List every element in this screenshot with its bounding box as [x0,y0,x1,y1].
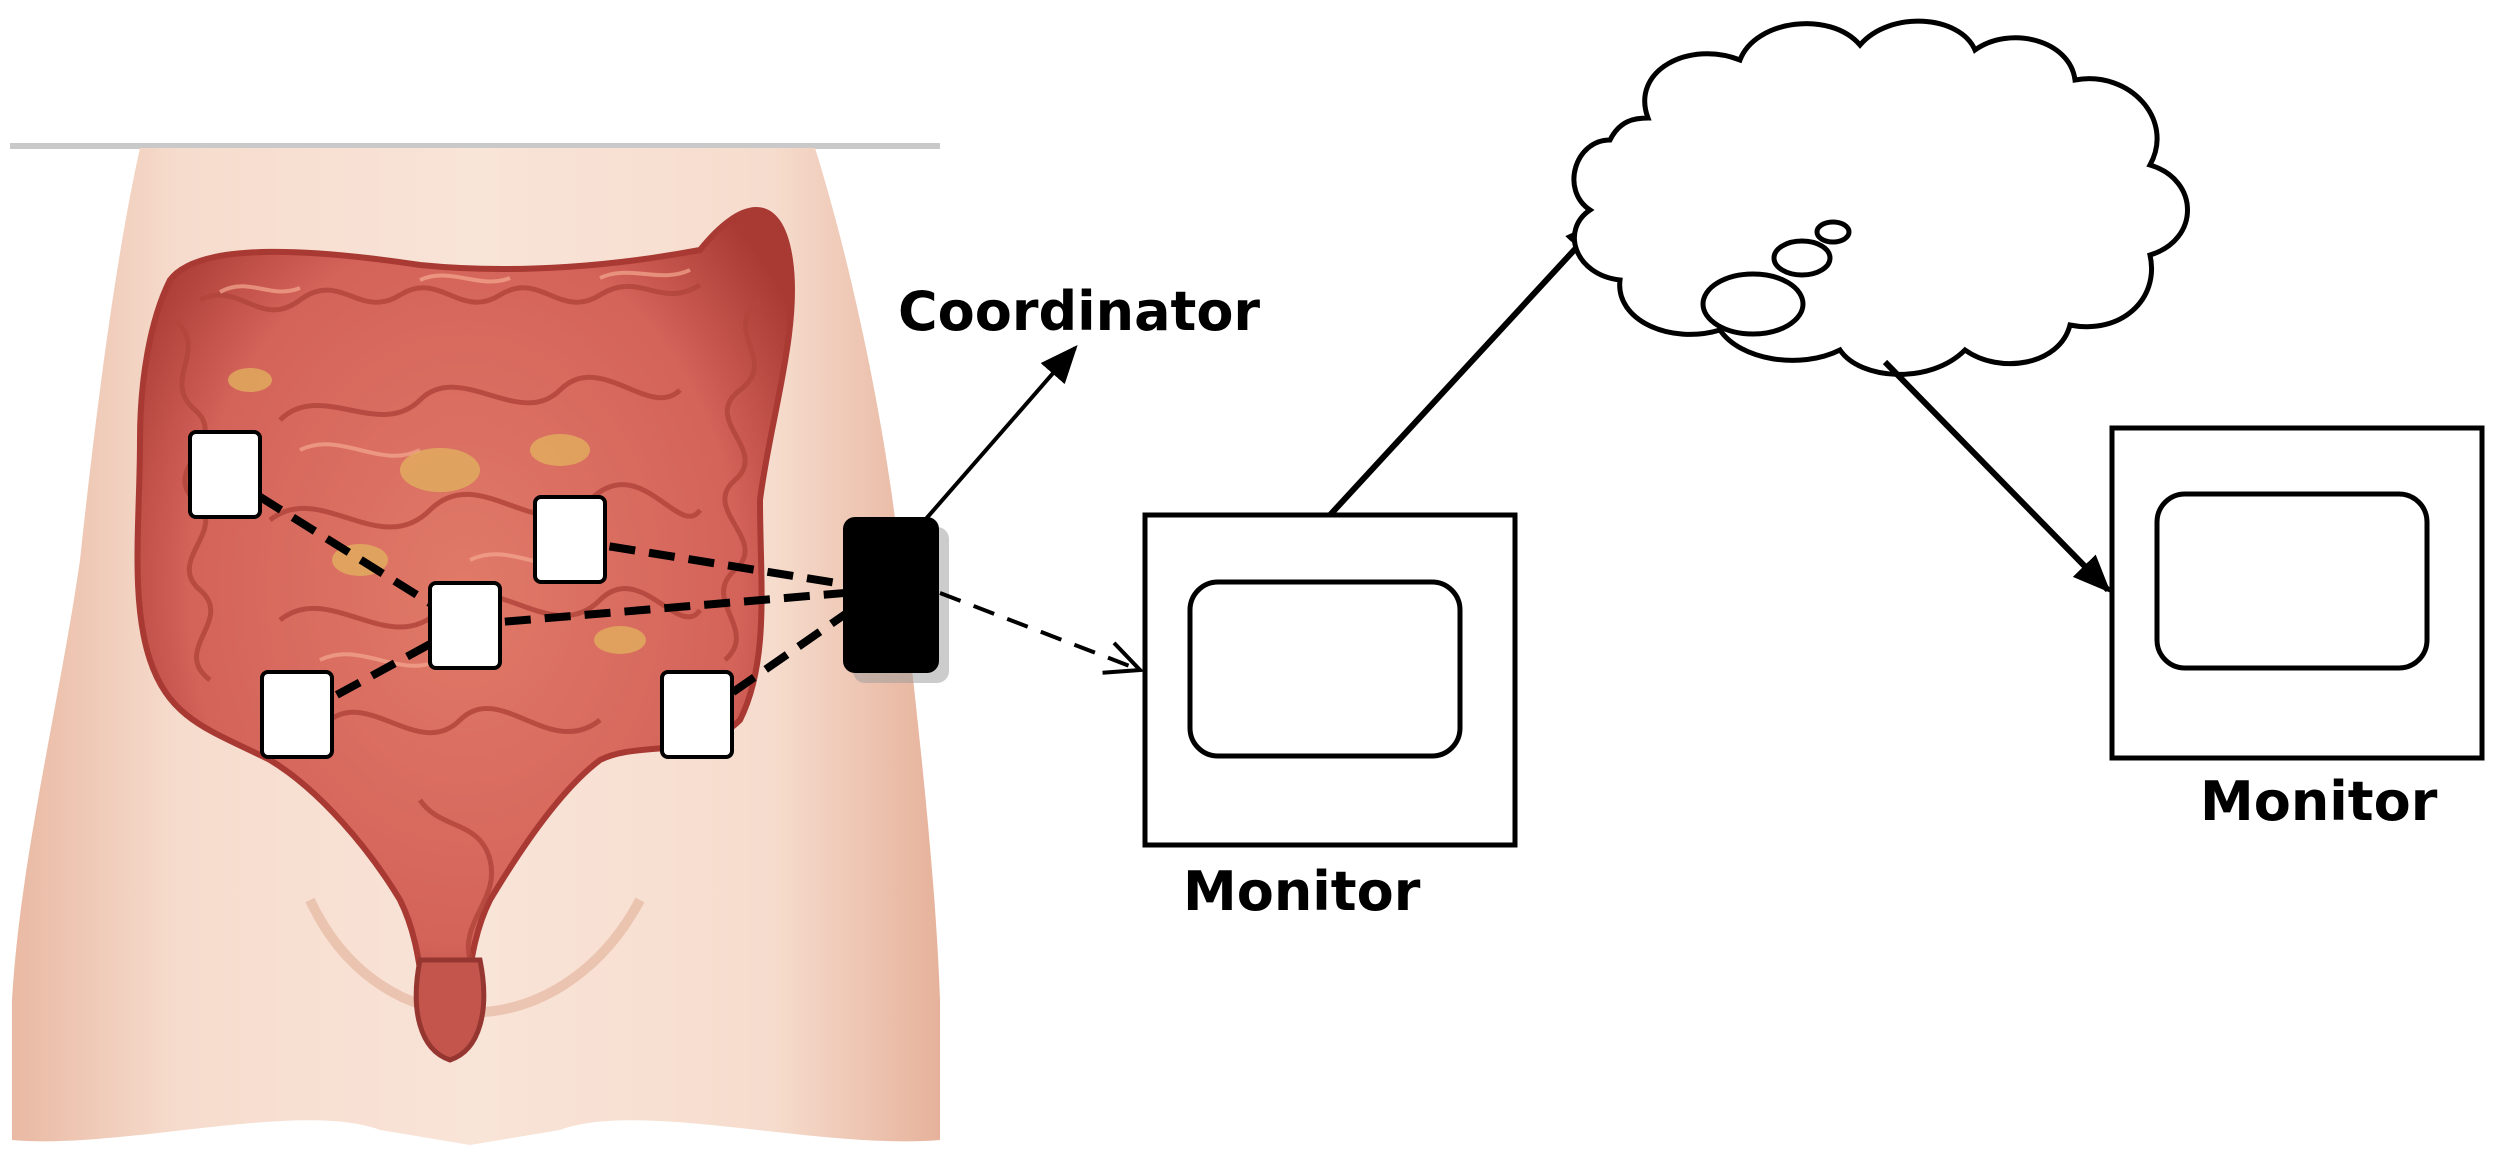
monitor-screen [2154,491,2430,671]
monitor-to-cloud-arrow [1327,219,1603,518]
cloud-to-monitor-arrow [1882,359,2111,593]
rectum [413,957,487,1063]
monitor-left-label: Monitor [1183,860,1421,923]
monitor-right-label: Monitor [2200,770,2438,833]
link-upper-mid-coordinator [569,536,881,594]
illustration-top-edge [10,143,940,149]
monitor-left[interactable] [1142,512,1518,848]
monitor-right[interactable] [2109,425,2485,761]
monitor-screen [1187,579,1463,759]
sensor-node-icon[interactable] [533,495,607,584]
cloud-bubble [1700,271,1806,337]
sensor-nodes [188,430,734,759]
coordinator-to-monitor-arrow [939,591,1140,670]
cloud-bubble [1814,219,1852,245]
link-center-lower-left [298,621,467,719]
sensor-node-icon[interactable] [660,670,734,759]
link-upper-left-center [222,471,468,629]
cloud[interactable] [1571,18,2190,377]
sensor-node-icon[interactable] [428,581,502,670]
coordinator-label: Coordinator [898,280,1260,343]
coordinator-device[interactable] [843,517,949,683]
coordinator-label-arrow [923,344,1078,522]
sensor-node-icon[interactable] [188,430,262,519]
cloud-icon[interactable] [1571,18,2190,377]
cloud-bubble [1771,238,1833,278]
link-center-coordinator [464,586,881,629]
coordinator-device-icon[interactable] [843,517,939,673]
sensor-node-icon[interactable] [260,670,334,759]
